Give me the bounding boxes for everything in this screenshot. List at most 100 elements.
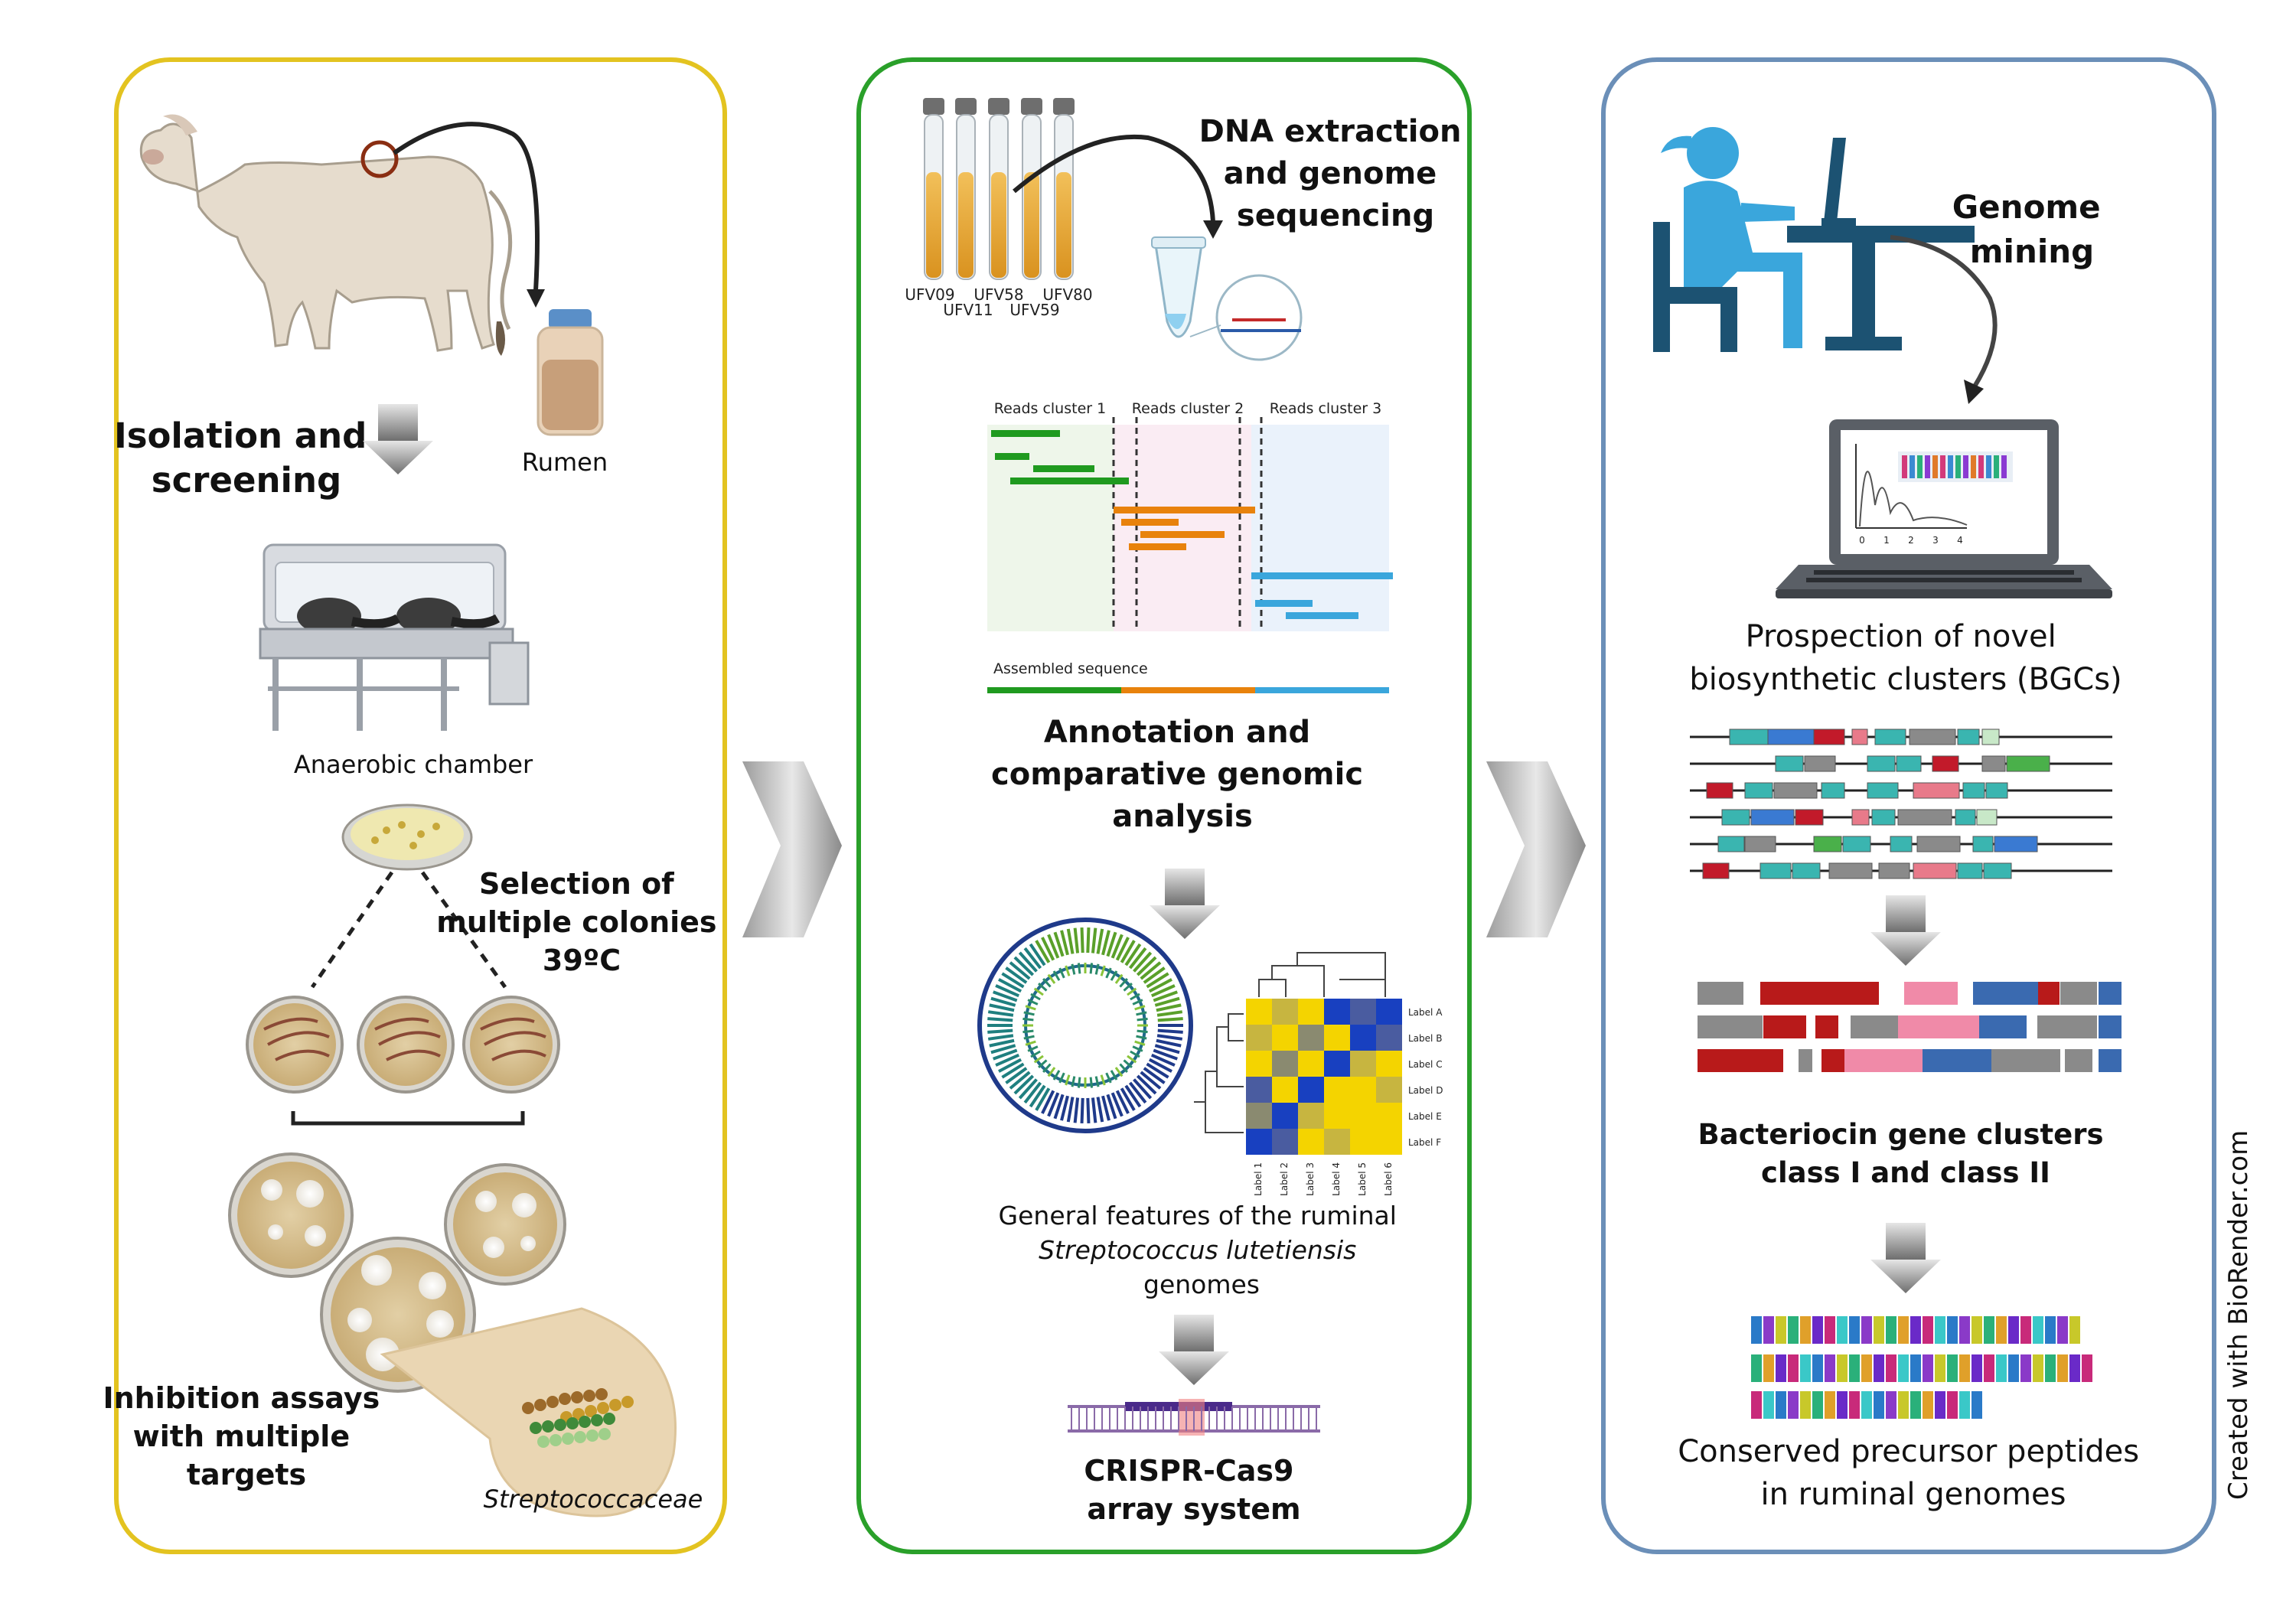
genome-tick (1156, 1010, 1183, 1017)
heatmap-cell (1350, 1077, 1376, 1103)
general-features-text: General features of the ruminal Streptoc… (999, 1201, 1405, 1299)
genome-inner-tick (1058, 967, 1065, 979)
genome-inner-tick (1030, 993, 1041, 1001)
dna-base (1948, 455, 1953, 478)
heatmap-cell (1298, 1077, 1324, 1103)
genome-tick (1035, 1087, 1051, 1111)
genome-tick (1029, 943, 1046, 966)
bgc-gene (1957, 862, 1983, 879)
peptide-residue (1849, 1391, 1860, 1419)
genome-tick (1128, 947, 1147, 970)
heatmap-cell (1324, 1025, 1350, 1051)
mining-title: Genome mining (1952, 188, 2112, 270)
chamber-label: Anaerobic chamber (294, 750, 533, 779)
bgc-gene (1981, 729, 2000, 745)
peptide-residue (1959, 1316, 1970, 1344)
bacteriocin-segment (2038, 982, 2060, 1005)
genome-tick (1148, 978, 1172, 993)
bacteriocin-bars (1698, 982, 2122, 1072)
peptide-residue (1947, 1316, 1958, 1344)
genome-inner-tick (1065, 965, 1071, 976)
peptide-residue (2082, 1354, 2092, 1382)
bacteriocin-segment (2099, 1049, 2122, 1072)
genome-inner-tick (1022, 1029, 1034, 1034)
genome-tick (1120, 1087, 1136, 1111)
genome-tick (1146, 1062, 1169, 1079)
bacteriocin-segment (1923, 1049, 1991, 1072)
heatmap-col-label: Label 1 (1253, 1162, 1264, 1196)
genome-inner-tick (1094, 963, 1100, 975)
genome-tick (1153, 990, 1178, 1002)
bgc-gene (1813, 836, 1842, 852)
genome-tick (1140, 961, 1162, 980)
peptide-residue (1812, 1391, 1823, 1419)
peptide-residue (1984, 1354, 1994, 1382)
heatmap-cell (1350, 1129, 1376, 1155)
genome-tick (1120, 940, 1136, 963)
genome-tick (1110, 1092, 1124, 1117)
peptide-residue (1971, 1391, 1982, 1419)
bacteria-chains (522, 1388, 634, 1448)
genome-tick (1143, 966, 1166, 984)
genome-tick (1073, 927, 1080, 953)
genome-tick (1080, 1097, 1084, 1123)
heatmap-cell (1246, 1103, 1272, 1129)
genome-tick (1035, 940, 1051, 963)
heatmap-col-label: Label 6 (1383, 1162, 1394, 1196)
heatmap-cell (1376, 1129, 1402, 1155)
heatmap-cell (1350, 1103, 1376, 1129)
genome-inner-tick (1052, 1070, 1061, 1081)
bgc-gene (1957, 729, 1980, 745)
peptide-residue (1996, 1354, 2007, 1382)
cow-illustration (139, 114, 513, 356)
peptide-residue (1935, 1316, 1945, 1344)
bacteriocin-segment (1799, 1049, 1812, 1072)
genome-inner-tick (1136, 1035, 1147, 1040)
peptide-residue (1947, 1354, 1958, 1382)
heatmap-cell (1324, 1051, 1350, 1077)
genome-inner-tick (1065, 1074, 1071, 1086)
genome-tick (1154, 996, 1180, 1007)
genome-inner-tick (1132, 1045, 1143, 1052)
dna-base (1955, 455, 1961, 478)
genome-tick (1150, 984, 1176, 998)
peptide-residue (1971, 1354, 1982, 1382)
genome-tick (1053, 931, 1065, 957)
genome-tick (1124, 1084, 1142, 1108)
dna-base (1932, 455, 1938, 478)
genome-tick (1146, 972, 1169, 989)
peptide-residue (1763, 1391, 1774, 1419)
genome-tick (1060, 1095, 1069, 1121)
genome-inner-tick (1058, 1072, 1065, 1084)
peptide-residue (1776, 1391, 1786, 1419)
genome-inner-tick (1127, 1054, 1137, 1064)
selection-title: Selection of multiple colonies 39ºC (436, 867, 727, 977)
genome-tick (1041, 1090, 1055, 1114)
peptide-residue (1800, 1354, 1811, 1382)
genome-tick (995, 1053, 1020, 1067)
mining-arrow (1890, 235, 1998, 388)
peptide-residue (1874, 1354, 1884, 1382)
bgc-gene (1890, 836, 1913, 852)
peptide-residue (1776, 1316, 1786, 1344)
genome-inner-tick (1100, 965, 1106, 976)
bgc-gene (1821, 782, 1845, 799)
genome-tick (989, 1003, 1015, 1012)
reads-cluster-plot (987, 417, 1393, 693)
culture-tube (955, 98, 977, 280)
bgc-gene (1744, 836, 1776, 852)
genome-inner-tick (1023, 1035, 1035, 1040)
genome-tick (1060, 930, 1069, 956)
genome-inner-tick (1137, 1029, 1148, 1034)
rumen-arrow (393, 122, 540, 292)
bgc-gene (1909, 729, 1956, 745)
heatmap-cell (1272, 1025, 1298, 1051)
bgc-gene (1828, 862, 1873, 879)
bgc-gene (1897, 809, 1952, 826)
bacteriocin-segment (1851, 1015, 1898, 1038)
genome-inner-tick (1023, 1011, 1035, 1016)
genome-tick (987, 1010, 1014, 1017)
peptide-residue (2069, 1316, 2080, 1344)
bacteriocin-segment (1904, 982, 1958, 1005)
